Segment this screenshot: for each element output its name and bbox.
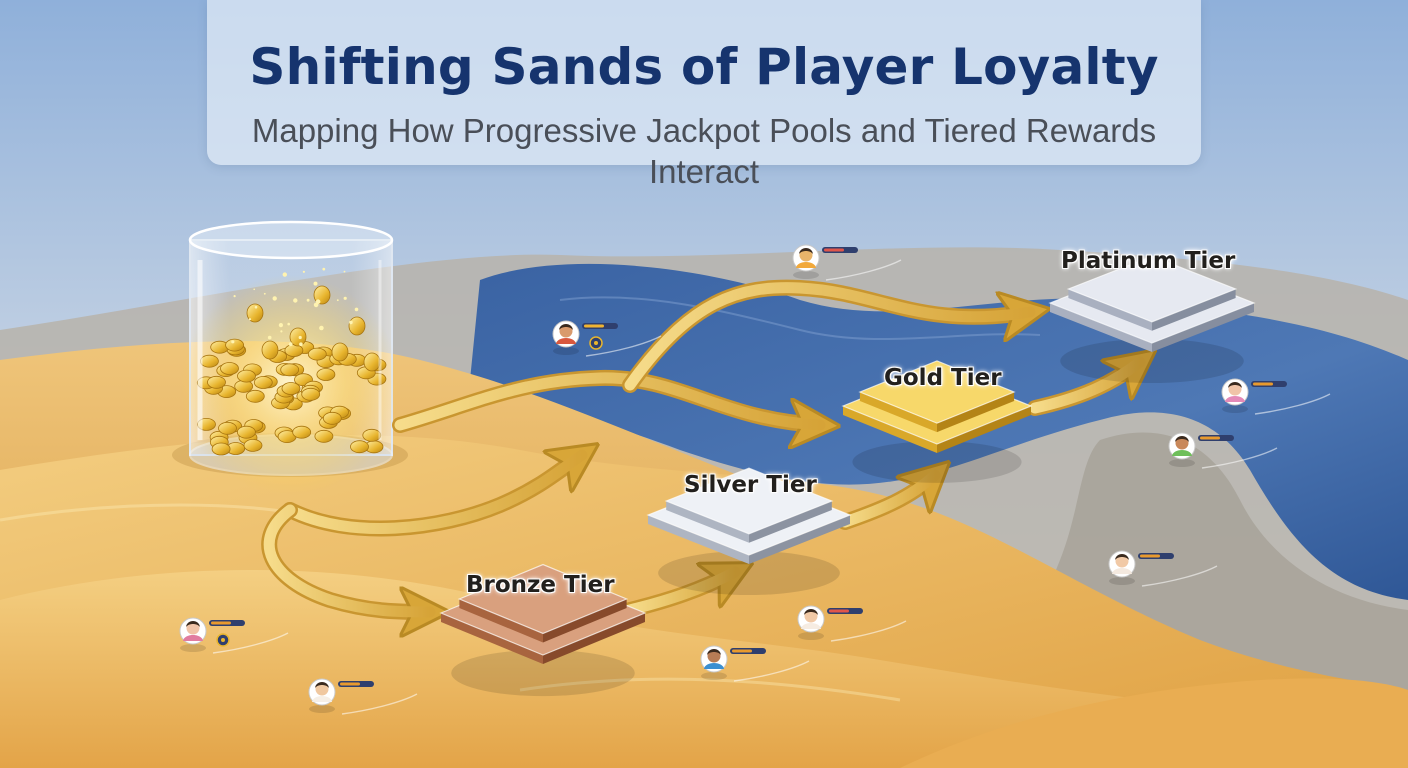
sparkle — [303, 271, 305, 273]
sparkle — [287, 323, 290, 326]
jackpot-jar-icon — [172, 222, 408, 495]
progress-bar-icon — [1138, 553, 1174, 559]
gold-coin-icon — [226, 339, 244, 351]
sparkle — [264, 293, 266, 295]
tier-label-platinum: Platinum Tier — [1061, 248, 1235, 274]
sparkle — [280, 330, 282, 332]
progress-bar-icon — [338, 681, 374, 687]
sparkle — [279, 323, 283, 327]
gold-coin-icon — [332, 343, 348, 361]
sparkle — [234, 295, 236, 297]
sparkle — [283, 272, 287, 276]
progress-bar-icon — [209, 620, 245, 626]
gold-coin-icon — [293, 426, 311, 438]
sparkle — [268, 336, 272, 340]
sparkle — [249, 318, 251, 320]
sparkle — [299, 336, 302, 339]
gold-coin-icon — [244, 439, 262, 451]
sparkle — [337, 299, 339, 301]
gold-coin-icon — [315, 430, 333, 442]
sparkle — [355, 308, 359, 312]
gold-coin-icon — [302, 388, 320, 400]
gold-coin-icon — [221, 363, 239, 375]
progress-bar-icon — [822, 247, 858, 253]
badge-icon — [217, 634, 229, 646]
sparkle — [307, 299, 310, 302]
gold-coin-icon — [349, 317, 365, 335]
gold-coin-icon — [317, 369, 335, 381]
sparkle — [255, 306, 258, 309]
sparkle — [344, 271, 346, 273]
progress-bar-icon — [1198, 435, 1234, 441]
sparkle — [299, 342, 303, 346]
gold-coin-icon — [363, 429, 381, 441]
progress-bar-icon — [582, 323, 618, 329]
gold-coin-icon — [262, 341, 278, 359]
gold-coin-icon — [351, 441, 369, 453]
sparkle — [349, 321, 353, 325]
gold-coin-icon — [219, 422, 237, 434]
gold-coin-icon — [290, 328, 306, 346]
tier-label-silver: Silver Tier — [684, 472, 817, 498]
gold-coin-icon — [364, 353, 380, 371]
gold-coin-icon — [246, 390, 264, 402]
gold-coin-icon — [208, 376, 226, 388]
gold-coin-icon — [237, 426, 255, 438]
badge-icon — [590, 337, 602, 349]
gold-coin-icon — [282, 383, 300, 395]
gold-coin-icon — [200, 355, 218, 367]
sparkle — [322, 268, 325, 271]
progress-bar-icon — [730, 648, 766, 654]
page-subtitle: Mapping How Progressive Jackpot Pools an… — [232, 110, 1176, 192]
sparkle — [316, 299, 321, 304]
gold-coin-icon — [254, 377, 272, 389]
progress-bar-icon — [1251, 381, 1287, 387]
sparkle — [344, 297, 347, 300]
sparkle — [253, 289, 255, 291]
tier-label-gold: Gold Tier — [884, 365, 1002, 391]
gold-coin-icon — [308, 348, 326, 360]
sparkle — [289, 342, 293, 346]
page-title: Shifting Sands of Player Loyalty — [207, 38, 1201, 96]
gold-coin-icon — [212, 443, 230, 455]
sparkle — [231, 340, 234, 343]
sparkle — [273, 296, 277, 300]
sparkle — [314, 282, 318, 286]
gold-coin-icon — [238, 370, 256, 382]
gold-coin-icon — [281, 364, 299, 376]
gold-coin-icon — [285, 345, 303, 357]
tier-label-bronze: Bronze Tier — [466, 572, 615, 598]
sparkle — [293, 298, 297, 302]
gold-coin-icon — [323, 412, 341, 424]
sparkle — [319, 326, 324, 331]
progress-bar-icon — [827, 608, 863, 614]
